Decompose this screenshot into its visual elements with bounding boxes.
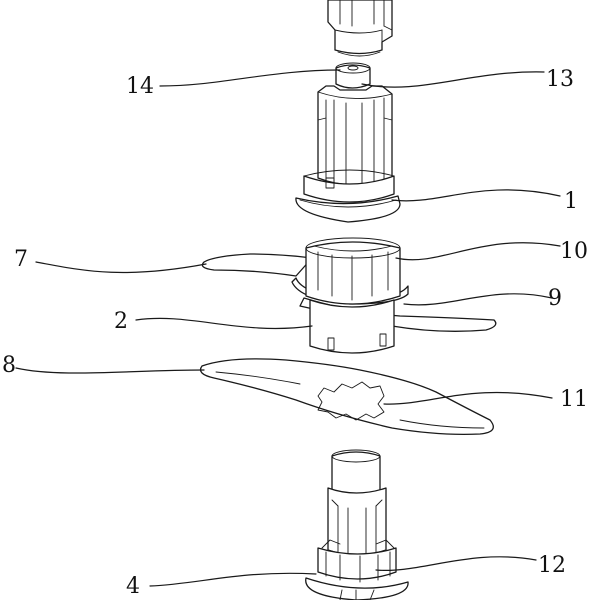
upper-blade-assembly-part-2 (201, 237, 497, 354)
label-9: 9 (548, 286, 562, 311)
label-7: 7 (14, 247, 28, 272)
leader-line-1 (391, 189, 561, 202)
leader-line-8 (15, 367, 205, 374)
label-2: 2 (114, 309, 128, 334)
label-10: 10 (560, 239, 588, 264)
label-8: 8 (2, 353, 16, 378)
reference-numerals: 14 13 1 10 7 9 2 8 11 12 4 (2, 67, 588, 599)
leader-line-4 (149, 572, 317, 587)
label-14: 14 (126, 74, 154, 99)
label-12: 12 (538, 553, 566, 578)
label-1: 1 (564, 189, 578, 214)
leader-line-2 (135, 317, 313, 329)
leader-line-14 (159, 69, 341, 87)
lower-blade-part-8 (199, 358, 494, 436)
label-11: 11 (560, 387, 588, 412)
leader-line-9 (403, 293, 553, 306)
label-4: 4 (126, 574, 140, 599)
lower-drive-shaft-part-12 (305, 449, 409, 600)
leader-lines (15, 69, 561, 587)
leader-line-7 (35, 261, 207, 274)
leader-line-10 (395, 242, 561, 261)
upper-drive-hub-part-1 (295, 62, 401, 223)
leader-line-12 (375, 556, 537, 572)
top-coupling-part (327, 0, 393, 57)
leader-line-13 (361, 71, 545, 88)
label-13: 13 (546, 67, 574, 92)
leader-line-11 (383, 391, 553, 405)
